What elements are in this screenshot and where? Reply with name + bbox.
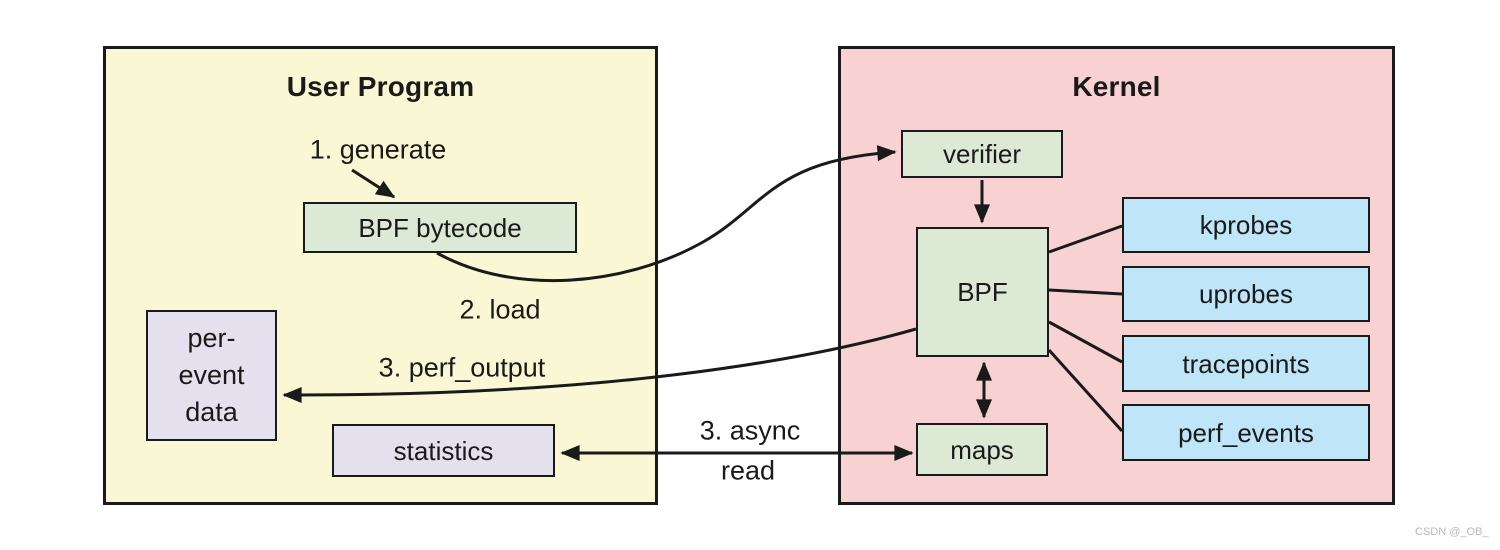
step2-load-label: 2. load	[459, 294, 541, 325]
node-maps: maps	[916, 423, 1048, 476]
watermark: CSDN @_OB_	[1415, 526, 1489, 538]
bpf-bytecode-label: BPF bytecode	[358, 212, 522, 243]
per-event-data-label-line3: data	[185, 397, 238, 427]
kprobes-label: kprobes	[1199, 210, 1293, 240]
perf-output-arrow	[282, 327, 917, 404]
node-bpf-bytecode: BPF bytecode	[303, 202, 577, 253]
bpf-uprobes-line	[1048, 288, 1123, 296]
bpf-kprobes-line	[1048, 224, 1123, 254]
per-event-data-label-line2: event	[178, 360, 245, 390]
load-arrow	[436, 145, 897, 283]
node-kprobes: kprobes	[1122, 197, 1370, 253]
per-event-data-label-line1: per-	[187, 323, 236, 353]
node-verifier: verifier	[901, 130, 1063, 178]
generate-arrow	[351, 168, 396, 199]
async-read-label-line2: read	[720, 455, 776, 486]
verifier-label: verifier	[942, 139, 1021, 169]
step3-perf-output-label: 3. perf_output	[378, 352, 546, 383]
async-read-label-line1: 3. async	[699, 415, 801, 446]
node-perf-events: perf_events	[1122, 404, 1370, 461]
bpf-perf-events-line	[1047, 348, 1124, 433]
node-statistics: statistics	[332, 424, 555, 477]
maps-label: maps	[950, 434, 1014, 465]
user-program-title: User Program	[286, 71, 475, 102]
step1-generate-label: 1. generate	[309, 134, 447, 165]
node-bpf: BPF	[916, 227, 1049, 357]
tracepoints-label: tracepoints	[1182, 348, 1310, 379]
bpf-tracepoints-line	[1048, 320, 1123, 364]
statistics-label: statistics	[393, 435, 494, 466]
uprobes-label: uprobes	[1199, 279, 1293, 309]
perf-events-label: perf_events	[1178, 417, 1314, 448]
node-uprobes: uprobes	[1122, 266, 1370, 322]
kernel-title: Kernel	[1072, 71, 1161, 102]
node-per-event-data: per- event data	[146, 310, 277, 441]
bpf-label: BPF	[957, 277, 1008, 307]
node-tracepoints: tracepoints	[1122, 335, 1370, 392]
